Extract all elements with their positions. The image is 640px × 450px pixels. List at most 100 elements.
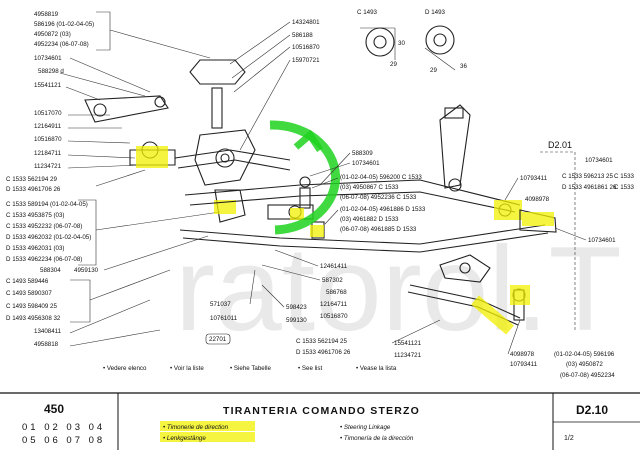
part-number-label: D 1533 4961706 26 bbox=[296, 349, 351, 356]
detail-dim-d-b: 36 bbox=[460, 63, 467, 70]
watermark: ratorol.T bbox=[175, 222, 622, 356]
detail-view-c: C 1493 29 30 bbox=[357, 9, 405, 68]
central-bracket bbox=[189, 59, 256, 223]
part-number-label: 12184711 bbox=[34, 150, 62, 157]
leader-lines-left bbox=[59, 29, 221, 347]
part-number-label: C 1533 4952232 (06-07-08) bbox=[6, 223, 82, 230]
part-number-label: C 1533 bbox=[614, 173, 635, 180]
footer: 450 01 02 03 04 05 06 07 08 TIRANTERIA C… bbox=[0, 392, 640, 450]
part-number-label: 598423 bbox=[286, 304, 307, 311]
part-number-label: 4958819 bbox=[34, 11, 59, 18]
part-number-label: 571037 bbox=[210, 301, 231, 308]
footer-variants-row1: 01 02 03 04 bbox=[22, 422, 105, 433]
part-number-label: 4098978 bbox=[525, 196, 550, 203]
part-number-label: 12164911 bbox=[34, 123, 62, 130]
part-number-label: C 1533 596213 25 bbox=[562, 173, 613, 180]
detail-dim-c-a: 29 bbox=[390, 61, 397, 68]
part-number-label: 4950872 (03) bbox=[34, 31, 71, 38]
part-number-label: 22701 bbox=[209, 336, 227, 343]
part-number-label: • Siehe Tabelle bbox=[230, 365, 271, 372]
part-number-label: (03) 4961882 D 1533 bbox=[340, 216, 399, 223]
ref-box: 22701 bbox=[205, 333, 231, 345]
part-number-label: D 1493 4956308 32 bbox=[6, 315, 61, 322]
part-number-label: 4952234 (06-07-08) bbox=[34, 41, 89, 48]
part-number-label: 588309 bbox=[352, 150, 373, 157]
footer-model: 450 bbox=[44, 402, 64, 416]
part-number-label: (03) 4950872 bbox=[566, 361, 603, 368]
part-number-label: • Vease la lista bbox=[356, 365, 397, 372]
part-number-label: C 1533 bbox=[614, 184, 635, 191]
left-pitman-arm-assembly bbox=[84, 95, 291, 171]
part-number-label: 10734601 bbox=[588, 237, 616, 244]
detail-dim-d-a: 29 bbox=[430, 67, 437, 74]
top-center-labels: 14324801 586188 10516870 15970721 bbox=[229, 19, 320, 151]
part-number-label: C 1533 589194 (01-02-04-05) bbox=[6, 201, 88, 208]
footer-title: TIRANTERIA COMANDO STERZO bbox=[223, 405, 420, 417]
part-number-label: (06-07-08) 4961885 D 1533 bbox=[340, 226, 417, 233]
left-label-column: 4958819 586196 (01-02-04-05) 4950872 (03… bbox=[6, 11, 111, 348]
part-number-label: 586196 (01-02-04-05) bbox=[34, 21, 94, 28]
part-number-label: 586188 bbox=[292, 32, 313, 39]
footer-variants-row2: 05 06 07 08 bbox=[22, 435, 105, 446]
part-number-label: C 1533 562194 25 bbox=[296, 338, 347, 345]
part-number-label: 10734601 bbox=[585, 157, 613, 164]
part-number-label: (06-07-08) 4952236 C 1533 bbox=[340, 194, 417, 201]
part-number-label: C 1493 598409 25 bbox=[6, 303, 57, 310]
part-number-label: (01-02-04-05) 596196 bbox=[554, 351, 615, 358]
part-number-label: C 1533 562194 29 bbox=[6, 176, 57, 183]
part-number-label: 10793411 bbox=[520, 175, 548, 182]
middle-labels: 588309 10734601 (01-02-04-05) 596200 C 1… bbox=[309, 150, 426, 233]
part-number-label: 586768 bbox=[326, 289, 347, 296]
detail-view-d: D 1493 36 29 bbox=[424, 9, 467, 74]
part-number-label: • See list bbox=[298, 365, 322, 372]
part-number-label: D 1533 4962031 (03) bbox=[6, 245, 64, 252]
part-number-label: 4958818 bbox=[34, 341, 59, 348]
part-number-label: C 1493 5890307 bbox=[6, 290, 52, 297]
part-number-label: 10516870 bbox=[34, 136, 62, 143]
part-number-label: 587302 bbox=[322, 277, 343, 284]
bottom-center-labels: 12461411 587302 586768 12164711 10516870… bbox=[210, 249, 441, 359]
part-number-label: 10761011 bbox=[210, 315, 238, 322]
right-drop-arm bbox=[439, 104, 557, 233]
part-number-label: (01-02-04-05) 596200 C 1533 bbox=[340, 174, 422, 181]
section-label: D2.01 bbox=[548, 140, 572, 150]
footer-name-en: • Steering Linkage bbox=[340, 424, 391, 431]
part-number-label: 10516870 bbox=[320, 313, 348, 320]
detail-label-d: D 1493 bbox=[425, 9, 446, 16]
tie-rods bbox=[179, 179, 549, 326]
part-number-label: 11234721 bbox=[34, 163, 62, 170]
part-number-label: D 1533 4962234 (06-07-08) bbox=[6, 256, 82, 263]
part-number-label: 13408411 bbox=[34, 328, 62, 335]
part-number-label: 10734601 bbox=[34, 55, 62, 62]
part-number-label: (03) 4950867 C 1533 bbox=[340, 184, 399, 191]
part-number-label: D 1533 4961861 26 bbox=[562, 184, 617, 191]
part-number-label: 15541121 bbox=[34, 82, 62, 89]
footer-name-es: • Timonería de la dirección bbox=[340, 435, 414, 442]
part-number-label: 4098978 bbox=[510, 351, 535, 358]
detail-label-c: C 1493 bbox=[357, 9, 378, 16]
part-number-label: C 1533 4953875 (03) bbox=[6, 212, 64, 219]
part-number-label: 588304 bbox=[40, 267, 61, 274]
part-number-label: C 1493 589446 bbox=[6, 278, 49, 285]
part-number-label: 15970721 bbox=[292, 57, 320, 64]
part-number-label: D 1533 4961706 26 bbox=[6, 186, 61, 193]
part-number-label: 10517070 bbox=[34, 110, 62, 117]
footer-name-fr: • Timonerie de direction bbox=[163, 424, 229, 431]
part-number-label: (06-07-08) 4952234 bbox=[560, 372, 615, 379]
part-number-label: • Vedere elenco bbox=[103, 365, 147, 372]
part-number-label: 599130 bbox=[286, 317, 307, 324]
footer-name-de: • Lenkgestänge bbox=[163, 435, 206, 442]
center-adjuster bbox=[267, 120, 340, 239]
part-number-label: 12461411 bbox=[320, 263, 348, 270]
part-number-label: 10516870 bbox=[292, 44, 320, 51]
part-number-label: 12164711 bbox=[320, 301, 348, 308]
part-number-label: • Voir la liste bbox=[170, 365, 204, 372]
icon-legend-row: • Vedere elenco • Voir la liste • Siehe … bbox=[103, 365, 397, 372]
part-number-label: 15541121 bbox=[394, 340, 422, 347]
part-number-label: 10734601 bbox=[352, 160, 380, 167]
part-number-label: D 1533 4962032 (01-02-04-05) bbox=[6, 234, 91, 241]
right-lower-tie-rod-end bbox=[439, 254, 530, 335]
part-number-label: 588298 d bbox=[38, 68, 64, 75]
footer-code: D2.10 bbox=[576, 403, 608, 417]
